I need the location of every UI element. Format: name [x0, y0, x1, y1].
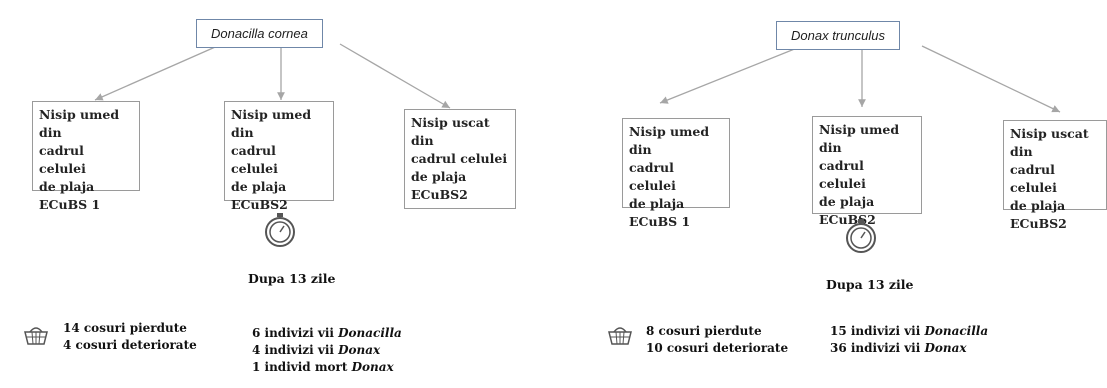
node-left-3: Nisip uscat din cadrul celulei de plaja …: [404, 109, 516, 209]
basket-line: 8 cosuri pierdute: [646, 324, 762, 338]
baskets-right: 8 cosuri pierdute 10 cosuri deteriorate: [646, 323, 788, 357]
node-line: Nisip umed din: [819, 122, 900, 155]
arrow-left-1: [94, 43, 223, 101]
node-line: de plaja: [1010, 198, 1066, 213]
basket-line: 10 cosuri deteriorate: [646, 341, 789, 355]
node-line: cadrul celulei: [819, 158, 866, 191]
node-line: de plaja: [819, 194, 875, 209]
arrow-right-3: [921, 45, 1061, 113]
node-line: Nisip uscat din: [1010, 126, 1089, 159]
node-right-3: Nisip uscat din cadrul celulei de plaja …: [1003, 120, 1107, 231]
node-line: cadrul celulei: [629, 160, 676, 193]
node-line: cadrul celulei: [1010, 162, 1057, 195]
individual-line: 4 indivizi vii Donax: [252, 343, 381, 357]
node-left-1: Nisip umed din cadrul celulei de plaja E…: [32, 101, 140, 212]
basket-line: 4 cosuri deteriorate: [63, 338, 197, 352]
individual-line: 1 individ mort Donax: [252, 360, 394, 374]
after-label-left: Dupa 13 zile: [248, 271, 336, 286]
node-line: ECuBS 1: [629, 214, 691, 229]
node-line: de plaja: [629, 196, 685, 211]
node-left-2: Nisip umed din cadrul celulei de plaja E…: [224, 101, 334, 212]
node-line: de plaja: [411, 169, 467, 184]
node-line: ECuBS2: [1010, 216, 1067, 231]
node-line: Nisip umed din: [231, 107, 312, 140]
individual-line: 36 indivizi vii Donax: [830, 341, 967, 355]
node-line: Nisip uscat din: [411, 115, 490, 148]
after-label-right: Dupa 13 zile: [826, 277, 914, 292]
node-line: cadrul celulei: [39, 143, 86, 176]
individual-line: 6 indivizi vii Donacilla: [252, 326, 402, 340]
basket-icon: [608, 327, 632, 345]
node-line: ECuBS2: [231, 197, 288, 212]
stopwatch-icon: [265, 213, 295, 247]
individuals-left: 6 indivizi vii Donacilla 4 indivizi vii …: [252, 325, 402, 376]
arrow-right-1: [659, 45, 803, 104]
node-line: Nisip umed din: [629, 124, 710, 157]
node-line: de plaja: [231, 179, 287, 194]
individuals-right: 15 indivizi vii Donacilla 36 indivizi vi…: [830, 323, 988, 357]
arrow-left-3: [339, 43, 451, 109]
node-line: de plaja: [39, 179, 95, 194]
node-right-2: Nisip umed din cadrul celulei de plaja E…: [812, 116, 922, 227]
node-line: cadrul celulei: [411, 151, 508, 166]
root-node-right: Donax trunculus: [776, 21, 900, 50]
node-right-1: Nisip umed din cadrul celulei de plaja E…: [622, 118, 730, 229]
basket-icon: [24, 327, 48, 345]
node-line: Nisip umed din: [39, 107, 120, 140]
node-line: ECuBS 1: [39, 197, 101, 212]
baskets-left: 14 cosuri pierdute 4 cosuri deteriorate: [63, 320, 197, 354]
stopwatch-icon: [846, 219, 876, 253]
node-line: ECuBS2: [411, 187, 468, 202]
individual-line: 15 indivizi vii Donacilla: [830, 324, 989, 338]
root-node-left: Donacilla cornea: [196, 19, 323, 48]
basket-line: 14 cosuri pierdute: [63, 321, 187, 335]
node-line: cadrul celulei: [231, 143, 278, 176]
